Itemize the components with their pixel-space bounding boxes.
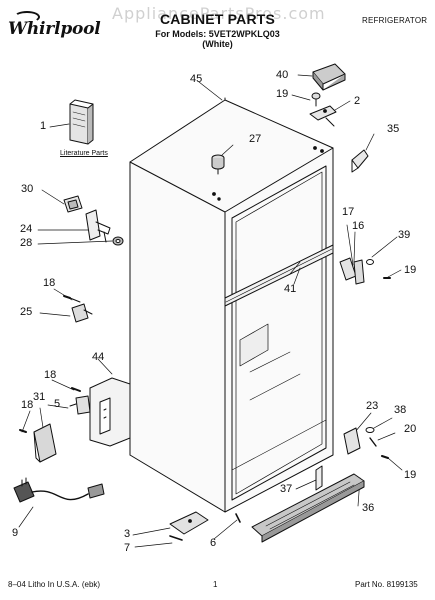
callout-45[interactable]: 45 xyxy=(190,73,203,85)
screw-and-bracket xyxy=(69,387,91,415)
door-lock xyxy=(85,209,111,243)
side-panel xyxy=(89,377,131,447)
callout-7[interactable]: 7 xyxy=(124,542,131,554)
callout-5[interactable]: 5 xyxy=(54,398,61,410)
callout-37[interactable]: 37 xyxy=(280,483,293,495)
callout-19-c[interactable]: 19 xyxy=(404,469,417,481)
footer-page-number: 1 xyxy=(213,580,218,589)
callout-27[interactable]: 27 xyxy=(249,133,262,145)
callout-30[interactable]: 30 xyxy=(21,183,34,195)
callout-28[interactable]: 28 xyxy=(20,237,33,249)
lock-housing xyxy=(63,195,83,213)
leader-lines xyxy=(18,74,403,548)
callout-44[interactable]: 44 xyxy=(92,351,105,363)
callout-19-a[interactable]: 19 xyxy=(276,88,289,100)
callout-18-c[interactable]: 18 xyxy=(21,399,34,411)
watermark: AppliancePartsPros.com xyxy=(112,4,326,23)
cabinet-shell xyxy=(129,97,334,513)
divider-trim xyxy=(224,244,334,307)
callout-1[interactable]: 1 xyxy=(40,120,47,132)
callout-18-b[interactable]: 18 xyxy=(44,369,57,381)
junction-box xyxy=(33,423,57,463)
callout-3[interactable]: 3 xyxy=(124,528,131,540)
callout-38[interactable]: 38 xyxy=(394,404,407,416)
literature-parts-label: Literature Parts xyxy=(60,150,108,157)
footer-litho: 8–04 Litho In U.S.A. (ebk) xyxy=(8,580,101,589)
literature-booklet xyxy=(69,99,94,145)
screw-and-clip xyxy=(63,295,93,323)
toe-grille xyxy=(251,473,365,543)
bushing xyxy=(112,236,124,246)
callout-24[interactable]: 24 xyxy=(20,223,33,235)
callout-19-b[interactable]: 19 xyxy=(404,264,417,276)
callout-17[interactable]: 17 xyxy=(342,206,355,218)
hinge-screw xyxy=(311,92,321,107)
swoosh-icon xyxy=(14,11,40,23)
callout-23[interactable]: 23 xyxy=(366,400,379,412)
ground-screw xyxy=(19,429,27,433)
callout-40[interactable]: 40 xyxy=(276,69,289,81)
leveling-clip xyxy=(315,465,323,491)
bottom-hinge xyxy=(169,511,241,541)
footer-part-number: Part No. 8199135 xyxy=(355,580,418,589)
callout-16[interactable]: 16 xyxy=(352,220,365,232)
model-line: For Models: 5VET2WPKLQ03 xyxy=(155,29,280,39)
brand-name: Whirlpool xyxy=(8,19,101,39)
callout-2[interactable]: 2 xyxy=(354,95,361,107)
callout-39[interactable]: 39 xyxy=(398,229,411,241)
lower-hinge xyxy=(343,427,389,459)
color-line: (White) xyxy=(202,39,233,49)
callout-9[interactable]: 9 xyxy=(12,527,19,539)
page-title: CABINET PARTS xyxy=(159,11,276,27)
cabinet-cap xyxy=(211,154,225,175)
center-hinge xyxy=(339,257,391,285)
hinge-bracket xyxy=(351,149,369,173)
top-hinge xyxy=(309,105,337,127)
callout-18-a[interactable]: 18 xyxy=(43,277,56,289)
callout-41[interactable]: 41 xyxy=(284,283,297,295)
callout-31[interactable]: 31 xyxy=(33,391,46,403)
category-label: REFRIGERATOR xyxy=(362,16,428,25)
hinge-cover xyxy=(312,63,346,91)
callout-36[interactable]: 36 xyxy=(362,502,375,514)
whirlpool-logo: Whirlpool xyxy=(8,10,101,40)
callout-6[interactable]: 6 xyxy=(210,537,217,549)
callout-35[interactable]: 35 xyxy=(387,123,400,135)
callout-20[interactable]: 20 xyxy=(404,423,417,435)
power-cord xyxy=(13,477,105,503)
callout-25[interactable]: 25 xyxy=(20,306,33,318)
